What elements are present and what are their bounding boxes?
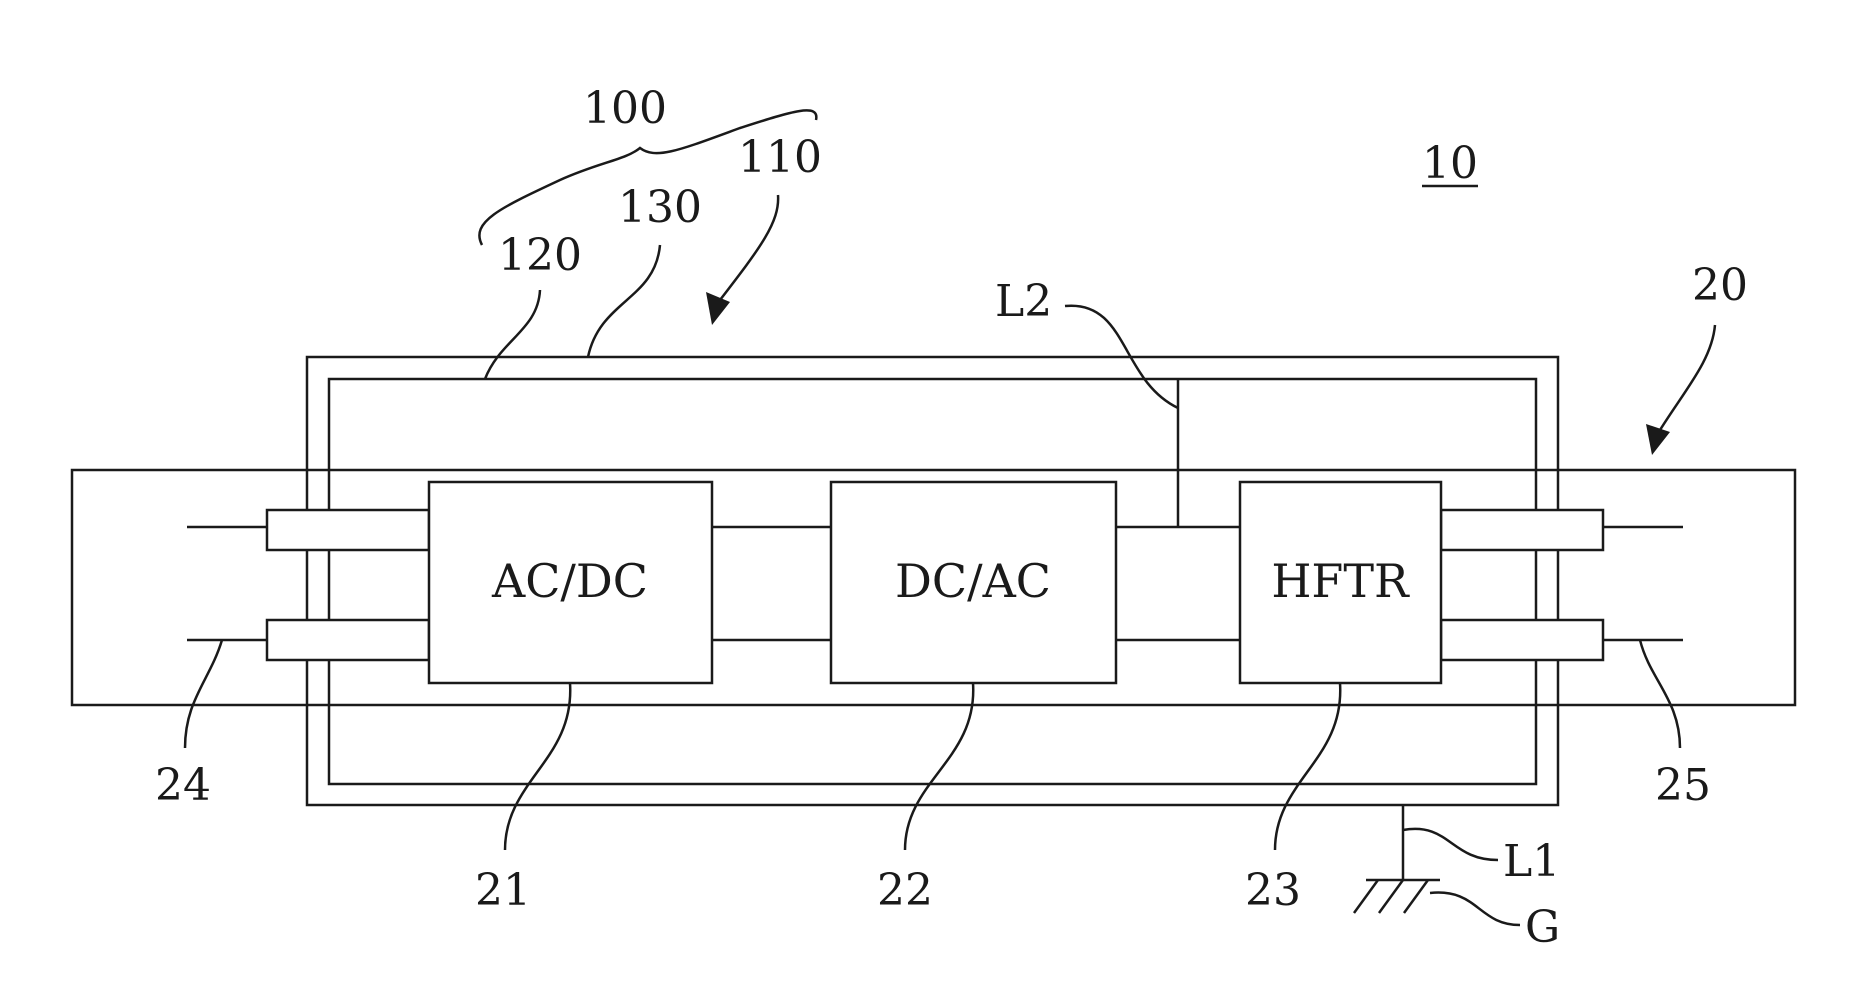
- leader-110: [720, 195, 778, 300]
- label-22: 22: [877, 865, 933, 916]
- label-130: 130: [618, 182, 702, 233]
- hftr-label: HFTR: [1271, 554, 1410, 608]
- leader-g: [1430, 893, 1520, 925]
- label-l1: L1: [1503, 836, 1560, 887]
- right-pin-top: [1441, 510, 1603, 550]
- label-g: G: [1525, 902, 1560, 953]
- leader-23: [1275, 683, 1340, 850]
- leader-l1: [1403, 829, 1498, 860]
- right-pin-bottom: [1441, 620, 1603, 660]
- leader-130: [588, 245, 660, 357]
- left-pin-bottom: [267, 620, 429, 660]
- ground-hatch-1: [1354, 880, 1378, 913]
- label-23: 23: [1245, 865, 1301, 916]
- left-pin-top: [267, 510, 429, 550]
- arrowhead-110: [706, 292, 730, 325]
- arrowhead-20: [1646, 424, 1670, 455]
- label-20: 20: [1692, 260, 1748, 311]
- leader-22: [905, 683, 973, 850]
- label-21: 21: [475, 865, 531, 916]
- acdc-label: AC/DC: [491, 554, 648, 608]
- label-24: 24: [155, 760, 211, 811]
- dcac-label: DC/AC: [895, 554, 1051, 608]
- label-10-main: 10: [1422, 138, 1478, 189]
- label-l2: L2: [995, 276, 1052, 327]
- label-100: 100: [583, 83, 667, 134]
- label-120: 120: [498, 230, 582, 281]
- leader-20: [1660, 325, 1715, 430]
- ground-hatch-3: [1404, 880, 1428, 913]
- label-25: 25: [1655, 760, 1711, 811]
- leader-120: [485, 290, 540, 379]
- label-110: 110: [738, 132, 822, 183]
- leader-21: [505, 683, 570, 850]
- ground-hatch-2: [1379, 880, 1403, 913]
